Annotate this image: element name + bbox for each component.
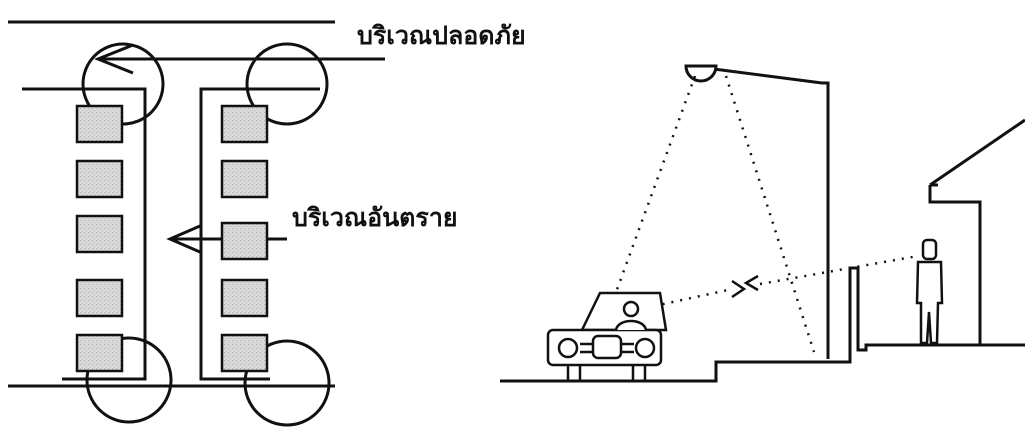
safe-zone-arrow: [93, 43, 385, 75]
window-block: [75, 214, 124, 254]
car: [546, 291, 668, 381]
window-block: [220, 278, 269, 318]
street-light-pole: [705, 66, 830, 359]
right-windows: [220, 104, 269, 373]
street-lamp: [684, 64, 718, 83]
safe-zone-circle-bottom-left: [85, 336, 173, 424]
window-block: [75, 278, 124, 318]
house-outline: [929, 118, 1025, 187]
window-block: [220, 221, 269, 261]
ground-line: [500, 266, 1025, 383]
safe-zone-circle-top-right: [245, 42, 329, 126]
window-block: [220, 333, 269, 373]
window-block: [220, 104, 269, 144]
window-block: [75, 333, 124, 373]
window-block: [75, 159, 124, 199]
safe-zone-label: บริเวณปลอดภัย: [357, 21, 526, 50]
house-wall: [928, 185, 982, 345]
light-cone: [613, 75, 816, 353]
left-windows: [75, 104, 124, 373]
sight-line: [644, 254, 919, 310]
right-building-outline: [199, 87, 320, 381]
window-block: [220, 159, 269, 199]
safe-zone-circle-bottom-right: [243, 339, 331, 427]
window-block: [75, 104, 124, 144]
danger-zone-label: บริเวณอันตราย: [292, 203, 458, 232]
pedestrian: [915, 238, 944, 345]
